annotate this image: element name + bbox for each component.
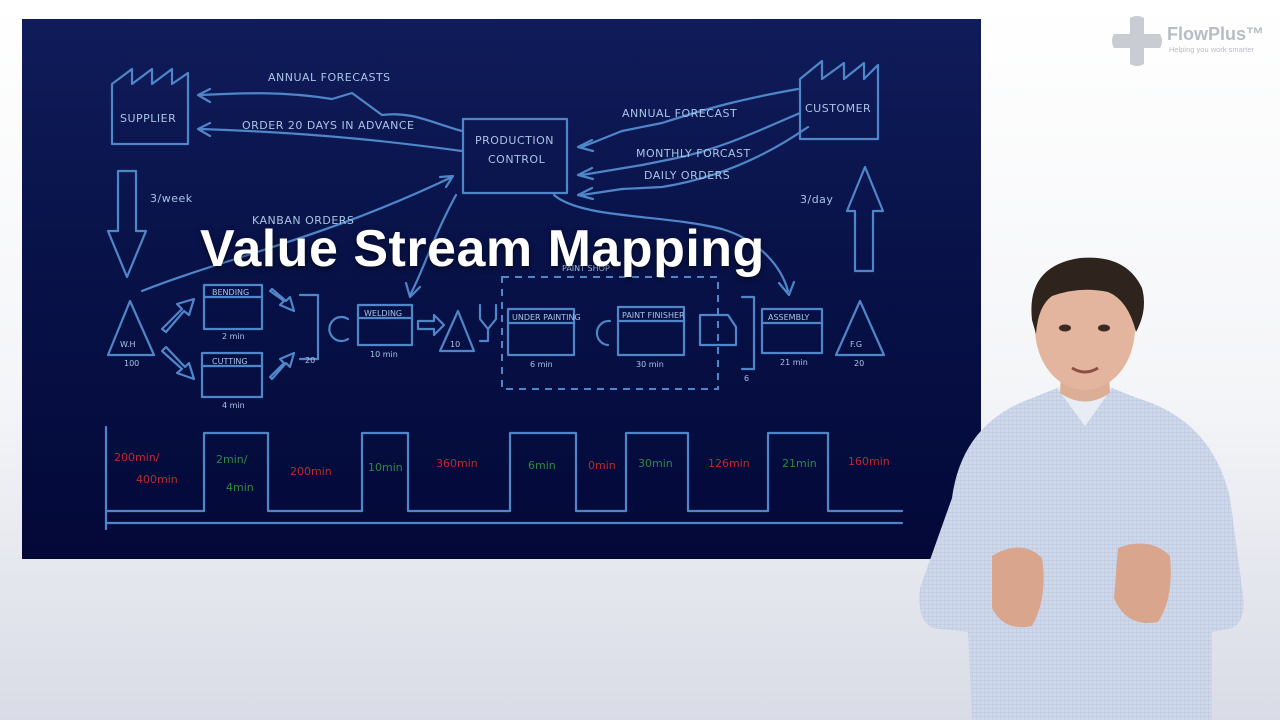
process-bending-box: BENDING 2 min (202, 283, 264, 341)
timeline-label: 400min (136, 473, 178, 486)
timeline-labels: 200min/ 400min 2min/ 4min 200min 10min 3… (114, 451, 890, 494)
flow-monthly-forcast: MONTHLY FORCAST (636, 147, 751, 160)
timeline-label: 200min/ (114, 451, 160, 464)
process-paint-finisher-box: PAINT FINISHER 30 min (616, 305, 686, 369)
paint-shop-label: PAINT SHOP (562, 264, 610, 273)
value-stream-whiteboard: SUPPLIER CUSTOMER PRODUCTION CONTROL ANN… (22, 19, 981, 559)
process-cutting-time: 4 min (222, 401, 245, 410)
supplier-shipment-arrow-icon (106, 169, 148, 279)
production-control-line-2: CONTROL (488, 153, 546, 166)
timeline-label: 2min/ (216, 453, 248, 466)
process-welding-name: WELDING (364, 309, 402, 318)
inventory-triangle-icon: 10 (438, 309, 476, 353)
process-assembly-name: ASSEMBLY (768, 313, 809, 322)
process-welding-box: WELDING 10 min (356, 303, 414, 359)
timeline-label: 126min (708, 457, 750, 470)
flow-order-20-days: ORDER 20 DAYS IN ADVANCE (242, 119, 414, 132)
process-bending-name: BENDING (212, 288, 249, 297)
inventory-wh-label: W.H (120, 340, 136, 349)
inventory-triangle-icon: W.H 100 (106, 299, 156, 368)
presenter (919, 257, 1244, 720)
timeline-label: 21min (782, 457, 817, 470)
supplier-label: SUPPLIER (120, 112, 176, 125)
timeline-label: 0min (588, 459, 616, 472)
flowplus-logo: FlowPlus™ Helping you work smarter (1110, 14, 1270, 70)
logo-tagline: Helping you work smarter (1169, 45, 1255, 54)
inventory-fg-label: F.G (850, 340, 862, 349)
logo-plus-icon (1112, 16, 1162, 66)
inventory-4-qty: 6 (744, 374, 749, 383)
timeline-label: 160min (848, 455, 890, 468)
inventory-3-label: 10 (450, 340, 460, 349)
supplier-rate: 3/week (150, 192, 193, 205)
inventory-wh-qty: 100 (124, 359, 139, 368)
inventory-2-qty: 20 (305, 356, 315, 365)
logo-name: FlowPlus™ (1167, 24, 1265, 44)
customer-shipment-arrow-icon (845, 165, 885, 273)
push-arrow-icon (160, 297, 196, 334)
customer-label: CUSTOMER (805, 102, 871, 115)
push-arrow-icon (268, 351, 296, 381)
process-assembly-time: 21 min (780, 358, 808, 367)
timeline-label: 360min (436, 457, 478, 470)
customer-factory-icon: CUSTOMER (798, 59, 880, 141)
timeline-label: 4min (226, 481, 254, 494)
production-control-box: PRODUCTION CONTROL (461, 117, 569, 195)
flow-daily-orders: DAILY ORDERS (644, 169, 730, 182)
process-under-painting-name: UNDER PAINTING (512, 313, 581, 322)
timeline-label: 6min (528, 459, 556, 472)
process-paint-finisher-time: 30 min (636, 360, 664, 369)
video-title: Value Stream Mapping (200, 220, 765, 278)
process-paint-finisher-name: PAINT FINISHER (622, 311, 685, 320)
flow-annual-forecasts: ANNUAL FORECASTS (268, 71, 391, 84)
push-arrow-icon (268, 287, 296, 313)
process-bending-time: 2 min (222, 332, 245, 341)
inventory-triangle-icon: F.G 20 (834, 299, 886, 368)
process-cutting-box: CUTTING 4 min (200, 351, 264, 410)
timeline-label: 30min (638, 457, 673, 470)
process-cutting-name: CUTTING (212, 357, 248, 366)
supplier-factory-icon: SUPPLIER (110, 67, 190, 146)
kanban-loop-icon (328, 315, 350, 343)
timeline-label: 10min (368, 461, 403, 474)
process-welding-time: 10 min (370, 350, 398, 359)
flow-kanban-orders: KANBAN ORDERS (252, 214, 354, 227)
customer-rate: 3/day (800, 193, 833, 206)
push-arrow-icon (160, 345, 196, 381)
process-under-painting-box: UNDER PAINTING 6 min (506, 307, 581, 369)
production-control-line-1: PRODUCTION (475, 134, 554, 147)
push-arrow-icon (416, 313, 446, 337)
flow-annual-forecast: ANNUAL FORECAST (622, 107, 737, 120)
process-assembly-box: ASSEMBLY 21 min (760, 307, 824, 367)
timeline-label: 200min (290, 465, 332, 478)
kanban-loop-icon (595, 319, 612, 347)
process-under-painting-time: 6 min (530, 360, 553, 369)
inventory-fg-qty: 20 (854, 359, 864, 368)
vsm-sketch: SUPPLIER CUSTOMER PRODUCTION CONTROL ANN… (104, 59, 904, 531)
